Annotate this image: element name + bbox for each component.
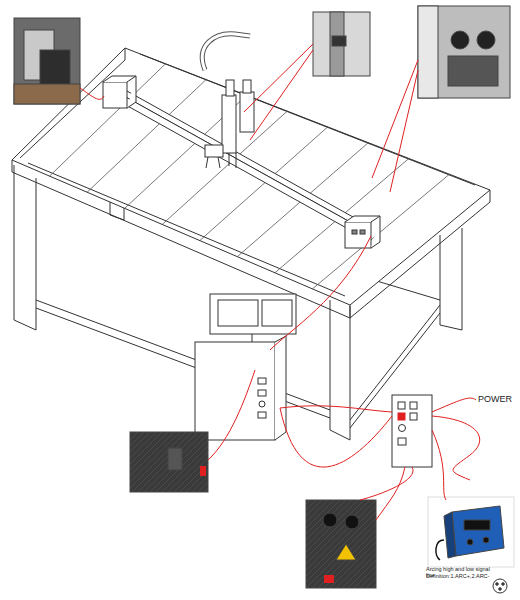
power-label: POWER — [478, 394, 512, 404]
cnc-controller — [195, 294, 296, 440]
pin-definition-note: Definition:1.ARC+,2.ARC- — [426, 573, 489, 579]
table-slats — [50, 64, 450, 289]
photo-insets — [14, 6, 514, 593]
slat — [312, 174, 449, 289]
wiring-lines — [80, 44, 480, 520]
junction-box — [392, 395, 432, 467]
